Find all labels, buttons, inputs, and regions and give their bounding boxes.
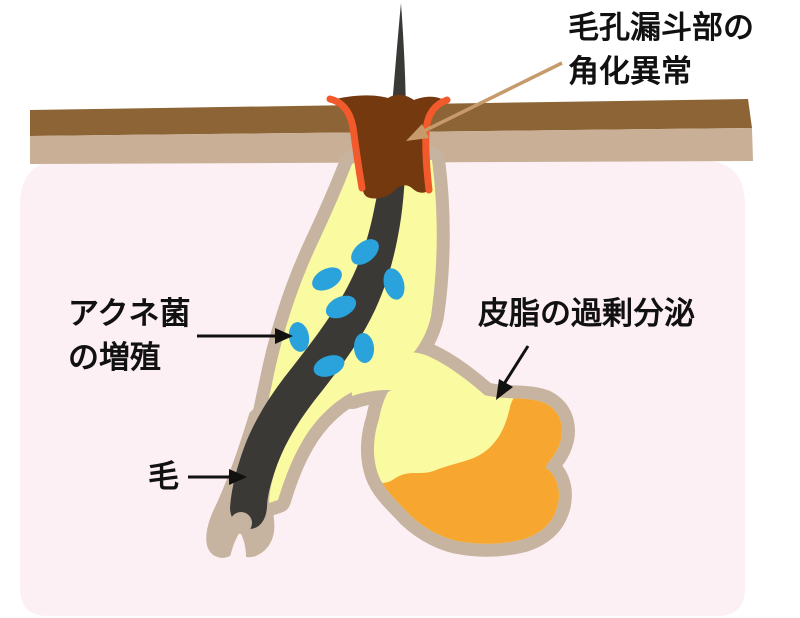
pointer-keratinization: [406, 61, 563, 141]
arrow-acne-bacteria: [197, 328, 293, 344]
label-hair-text: 毛: [148, 459, 179, 495]
label-keratinization: 毛孔漏斗部の 角化異常: [568, 6, 754, 94]
pointer-arrowhead-icon: [406, 124, 429, 141]
label-hair: 毛: [148, 455, 179, 499]
label-acne-bacteria-line1: アクネ菌: [68, 296, 191, 332]
label-sebum-text: 皮脂の過剰分泌: [478, 296, 695, 332]
label-keratinization-line2: 角化異常: [568, 54, 692, 90]
bacteria-group: [288, 239, 405, 377]
arrow-hair: [188, 469, 247, 485]
bacterium: [312, 267, 342, 291]
label-acne-bacteria-line2: の増殖: [68, 340, 161, 376]
pointer-line: [423, 61, 563, 133]
hair-shaft: [230, 3, 406, 529]
label-acne-bacteria: アクネ菌 の増殖: [68, 292, 190, 380]
bacterium: [383, 268, 405, 300]
comedo-plug: [331, 94, 446, 199]
arrow-sebum: [496, 345, 530, 400]
arrowhead-icon: [275, 328, 293, 344]
arrowhead-icon: [229, 469, 247, 485]
label-sebum: 皮脂の過剰分泌: [478, 292, 695, 336]
bulb-cleft: [230, 532, 246, 557]
bacterium: [325, 295, 357, 319]
bacterium: [288, 322, 310, 352]
bacterium: [353, 333, 375, 363]
dermal-papilla: [230, 512, 252, 534]
bacterium: [313, 355, 345, 377]
label-keratinization-line1: 毛孔漏斗部の: [568, 10, 754, 46]
arrowhead-icon: [496, 379, 513, 400]
bacterium: [351, 239, 379, 265]
